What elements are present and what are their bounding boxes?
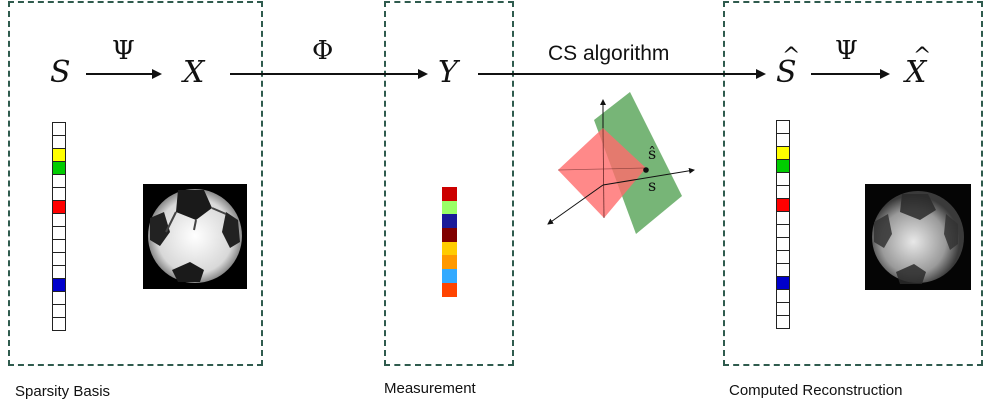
reconstructed-vector: [776, 120, 790, 329]
reconstructed-vector-cell: [776, 185, 790, 199]
sparse-vector-cell: [52, 161, 66, 175]
geometry-label-s: s: [648, 176, 657, 195]
reconstructed-vector-cell: [776, 289, 790, 303]
measurement-vector-cell: [442, 214, 457, 229]
symbol-x-hat: X: [905, 55, 927, 90]
sparse-vector-cell: [52, 122, 66, 136]
sparse-vector-cell: [52, 135, 66, 149]
measurement-box: [384, 1, 514, 366]
sparse-vector-cell: [52, 278, 66, 292]
measurement-vector-cell: [442, 269, 457, 283]
measurement-vector-cell: [442, 228, 457, 242]
sparsity-box: [8, 1, 263, 366]
x-hat-mark: ^: [913, 44, 932, 69]
reconstructed-vector-cell: [776, 133, 790, 147]
symbol-psi-2: Ψ: [835, 36, 858, 66]
reconstructed-vector-cell: [776, 211, 790, 225]
reconstructed-vector-cell: [776, 263, 790, 277]
sparse-vector-cell: [52, 317, 66, 331]
sparse-vector-cell: [52, 239, 66, 253]
sparse-vector-cell: [52, 304, 66, 318]
symbol-psi-1: Ψ: [112, 36, 135, 66]
symbol-x: X: [183, 55, 205, 90]
measurement-vector-cell: [442, 255, 457, 270]
reconstructed-vector-cell: [776, 237, 790, 251]
reconstructed-vector-cell: [776, 250, 790, 264]
sparse-vector-cell: [52, 187, 66, 201]
reconstructed-vector-cell: [776, 159, 790, 173]
sparse-vector-cell: [52, 200, 66, 214]
reconstructed-vector-cell: [776, 146, 790, 160]
s-hat-mark: ^: [782, 44, 801, 69]
cs-geometry-plot: [547, 92, 695, 234]
solution-point: [643, 167, 649, 173]
sparse-vector-cell: [52, 174, 66, 188]
symbol-s-hat: S: [776, 55, 797, 90]
sparse-vector-cell: [52, 252, 66, 266]
reconstructed-vector-cell: [776, 198, 790, 212]
sparse-vector-cell: [52, 265, 66, 279]
symbol-phi: Φ: [312, 36, 334, 66]
symbol-s: S: [50, 55, 71, 90]
sparse-vector: [52, 122, 66, 331]
reconstructed-vector-cell: [776, 172, 790, 186]
reconstructed-vector-cell: [776, 276, 790, 290]
reconstructed-vector-cell: [776, 302, 790, 316]
sparse-vector-cell: [52, 291, 66, 305]
sparse-vector-cell: [52, 213, 66, 227]
caption-sparsity-basis: Sparsity Basis: [15, 383, 111, 400]
measurement-vector-cell: [442, 282, 457, 297]
reconstructed-vector-cell: [776, 315, 790, 329]
sparse-vector-cell: [52, 226, 66, 240]
cs-algorithm-label: CS algorithm: [548, 42, 670, 65]
symbol-y: Y: [438, 55, 458, 90]
reconstructed-vector-cell: [776, 224, 790, 238]
caption-computed-reconstruction: Computed Reconstruction: [729, 382, 903, 399]
sparse-vector-cell: [52, 148, 66, 162]
measurement-vector-cell: [442, 241, 457, 256]
caption-measurement: Measurement: [384, 380, 476, 397]
soccer-ball-image: [143, 184, 247, 289]
reconstruction-box: [723, 1, 983, 366]
reconstructed-ball-image: [865, 184, 971, 290]
red-l1-ball: [558, 128, 646, 218]
reconstructed-vector-cell: [776, 120, 790, 134]
measurement-vector-cell: [442, 187, 457, 201]
measurement-vector: [442, 187, 457, 297]
measurement-vector-cell: [442, 200, 457, 215]
geometry-label-s-hat: ŝ: [648, 144, 657, 163]
